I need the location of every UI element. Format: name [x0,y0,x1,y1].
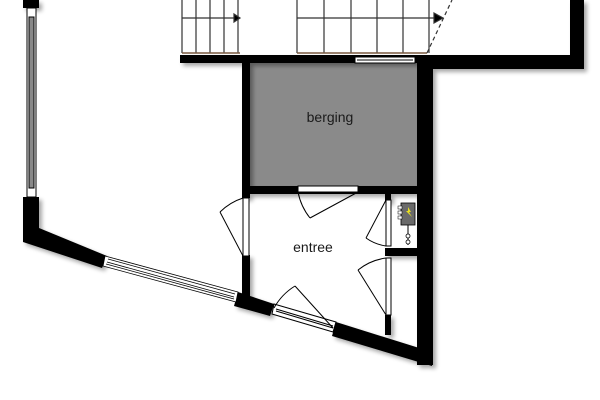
door-swing-icon-meter [365,199,392,247]
door-swing-icon-closet [357,257,392,316]
room-label-entree: entree [293,239,333,255]
window-icon-diagonal [102,255,239,303]
door-swing-icon-entree-left [219,197,250,257]
window-icon-berging-top [354,56,416,64]
walls [23,0,584,366]
electrical-meter-icon [397,202,416,245]
door-swing-icon-berging [297,185,359,219]
room-label-berging: berging [307,109,354,125]
berging-floor [249,63,417,186]
door-swing-icon-front [271,285,337,333]
stair-icon-left [181,0,242,54]
window-icon-left [26,7,37,198]
stair-icon-right [296,0,453,54]
